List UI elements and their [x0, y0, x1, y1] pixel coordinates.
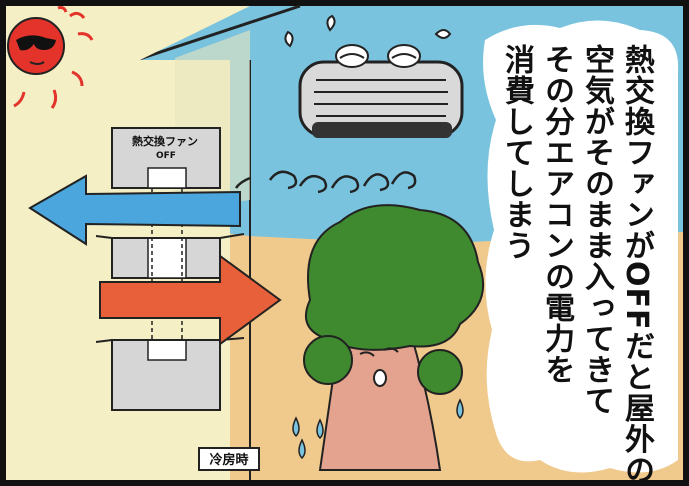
- air-conditioner-icon: [284, 14, 464, 138]
- caption-column-1: 熱交換ファンがOFFだと屋外の: [619, 44, 654, 486]
- tree-character-icon: [303, 204, 485, 471]
- fan-state-label: OFF: [156, 151, 176, 161]
- airflow-swirl-icon: [234, 170, 417, 194]
- caption-bubble: [483, 20, 679, 473]
- fan-label: 熱交換ファン: [132, 135, 198, 148]
- caption-column-4: 消費してしまう: [499, 44, 534, 261]
- caption-column-3: その分エアコンの電力を: [539, 44, 574, 385]
- sweat-drop-icon: [292, 398, 464, 460]
- cool-air-arrow: [28, 174, 241, 246]
- sun-icon: [7, 6, 94, 109]
- caption-column-2: 空気がそのまま入ってきて: [579, 44, 614, 416]
- hot-air-arrow: [99, 254, 282, 346]
- mode-badge: 冷房時: [198, 447, 260, 471]
